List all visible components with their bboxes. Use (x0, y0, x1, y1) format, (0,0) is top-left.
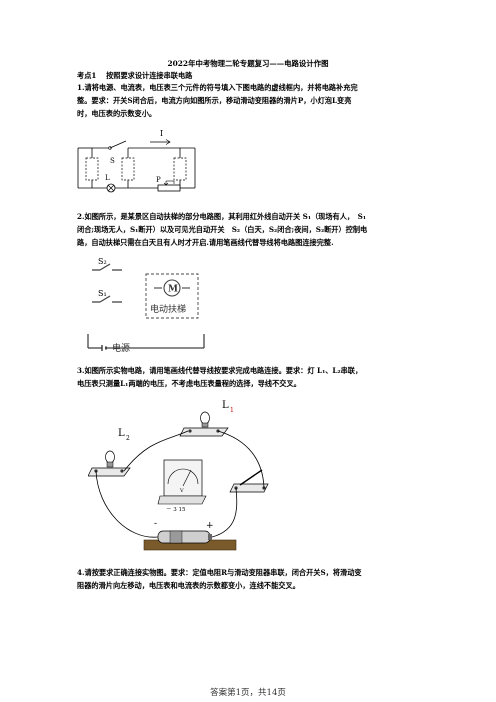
dashed-box-left (85, 157, 99, 181)
lamp-label: L (105, 174, 110, 182)
l2-subscript: 2 (126, 435, 130, 442)
l2-base (88, 467, 131, 477)
question-1-line-2: 整。要求：开关S闭合后，电流方向如图所示，移动滑动变阻器的滑片P，小灯泡L变亮 (77, 96, 352, 105)
power-label: 电源 (112, 342, 130, 352)
rheostat-icon (157, 184, 181, 192)
l1-subscript: 1 (230, 407, 234, 414)
question-1-line-3: 时，电压表的示数变小。 (77, 109, 157, 118)
switch-blade (109, 140, 127, 149)
current-label: I (160, 129, 163, 138)
question-3-physical-circuit: L 1 L 2 V － 3 15 - + (88, 400, 269, 551)
page-title: 2022年中考物理二轮专题复习——电路设计作图 (167, 59, 329, 68)
l1-label: L (222, 400, 229, 411)
motor-label: M (168, 285, 178, 295)
battery-positive-label: + (206, 521, 214, 531)
current-arrow-icon (150, 139, 171, 145)
question-4-line-1: 4.请按要求正确连接实物图。要求：定值电阻R与滑动变阻器串联，闭合开关S，将滑动… (77, 568, 362, 577)
question-2-circuit-diagram: S₂ S₁ M 电动扶梯 电源 (87, 257, 205, 352)
s1-label: S₁ (98, 289, 107, 298)
voltmeter-icon (163, 459, 203, 497)
section-heading: 考点1 按照要求设计连接串联电路 (77, 71, 193, 80)
question-2-line-3: 路，自动扶梯只需在白天且有人时才开启.请用笔画线代替导线将电路图连接完整. (77, 238, 334, 247)
dashed-box-right (173, 157, 187, 181)
question-2-line-1: 2.如图所示，是某景区自动扶梯的部分电路图，其利用红外线自动开关 S₁（现场有人… (77, 212, 367, 221)
question-3-line-1: 3.如图所示实物电路，请用笔画线代替导线按要求完成电路连接。要求：灯 L₁、L₂… (77, 366, 363, 375)
question-3-line-2: 电压表只测量L₁两端的电压，不考虑电压表量程的选择，导线不交叉。 (77, 379, 301, 388)
voltmeter-label: V (179, 488, 184, 494)
slider-label: P (156, 176, 161, 184)
escalator-label: 电动扶梯 (150, 303, 186, 315)
l1-bulb-icon (200, 411, 210, 425)
battery-negative-label: - (154, 519, 157, 529)
battery-icon (157, 530, 211, 544)
switch-base (229, 483, 269, 493)
motor-icon (163, 279, 181, 297)
page-footer: 答案第1页，共14页 (210, 688, 286, 698)
dashed-box-middle (121, 157, 135, 181)
slider-arrow-icon (163, 181, 169, 186)
s2-label: S₂ (98, 257, 107, 266)
question-1-line-1: 1.请将电源、电流表，电压表三个元件的符号填入下图电路的虚线框内，并将电路补充完 (77, 83, 358, 92)
switch-knife-icon (239, 469, 263, 486)
voltmeter-terminals: － 3 15 (166, 507, 186, 513)
question-2-line-2: 闭合;现场无人，S₁断开）以及可见光自动开关 S₂（白天，S₂闭合;夜间，S₂断… (77, 225, 368, 234)
question-1-circuit-diagram: S I L P (77, 129, 196, 193)
switch-label: S (110, 157, 115, 165)
question-4-line-2: 阻器的滑片向左移动，电压表和电流表的示数都变小，连线不能交叉。 (77, 581, 300, 590)
l2-label: L (118, 428, 125, 439)
l2-bulb-icon (105, 450, 115, 464)
escalator-box (145, 273, 199, 319)
